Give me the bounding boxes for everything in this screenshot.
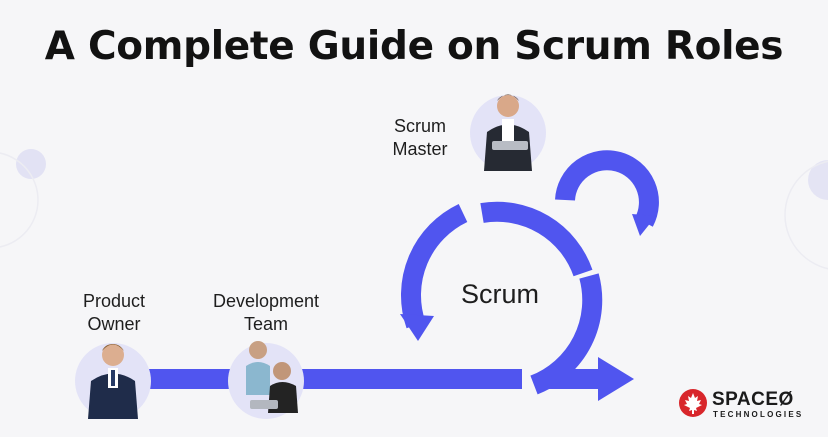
logo-sub-text: TECHNOLOGIES [713, 410, 804, 419]
decor-circle-right [808, 160, 828, 200]
product-owner-label-line-1: Product [82, 291, 146, 311]
product-owner-label-line-2: Owner [87, 314, 141, 334]
development-team-label-line-2: Team [243, 314, 288, 334]
scrum-cycle [401, 150, 659, 395]
cycle-arc-bottom [530, 273, 603, 395]
page-title: A Complete Guide on Scrum Roles [44, 24, 784, 69]
scrum-master-label: Scrum Master [378, 115, 462, 161]
product-owner-label: Product Owner [60, 290, 168, 336]
logo-main-text: SPACEØ [712, 389, 794, 410]
mini-loop-arc [555, 150, 659, 227]
development-team-label: Development Team [196, 290, 336, 336]
decor-circle-left [16, 149, 46, 179]
company-logo: SPACEØ TECHNOLOGIES [678, 386, 818, 426]
maple-leaf-icon [679, 389, 707, 417]
cycle-arc-left [401, 203, 468, 329]
mini-loop-arrow-head [632, 214, 656, 236]
flow-arrow-head [598, 357, 634, 401]
scrum-center-label: Scrum [460, 279, 539, 309]
decor-ring-left [0, 152, 39, 248]
development-team-label-line-1: Development [212, 291, 320, 311]
scrum-master-avatar [470, 94, 546, 171]
cycle-arrow-head-left [400, 314, 434, 341]
development-team-avatar [228, 341, 304, 419]
flow-bar-mid [300, 369, 522, 389]
flow-bar-left [140, 369, 252, 389]
product-owner-avatar [75, 343, 151, 419]
scrum-master-label-line-1: Scrum [393, 116, 446, 136]
decor-ring-right [784, 160, 828, 270]
scrum-master-label-line-2: Master [392, 139, 448, 159]
cycle-arc-right [480, 201, 593, 277]
